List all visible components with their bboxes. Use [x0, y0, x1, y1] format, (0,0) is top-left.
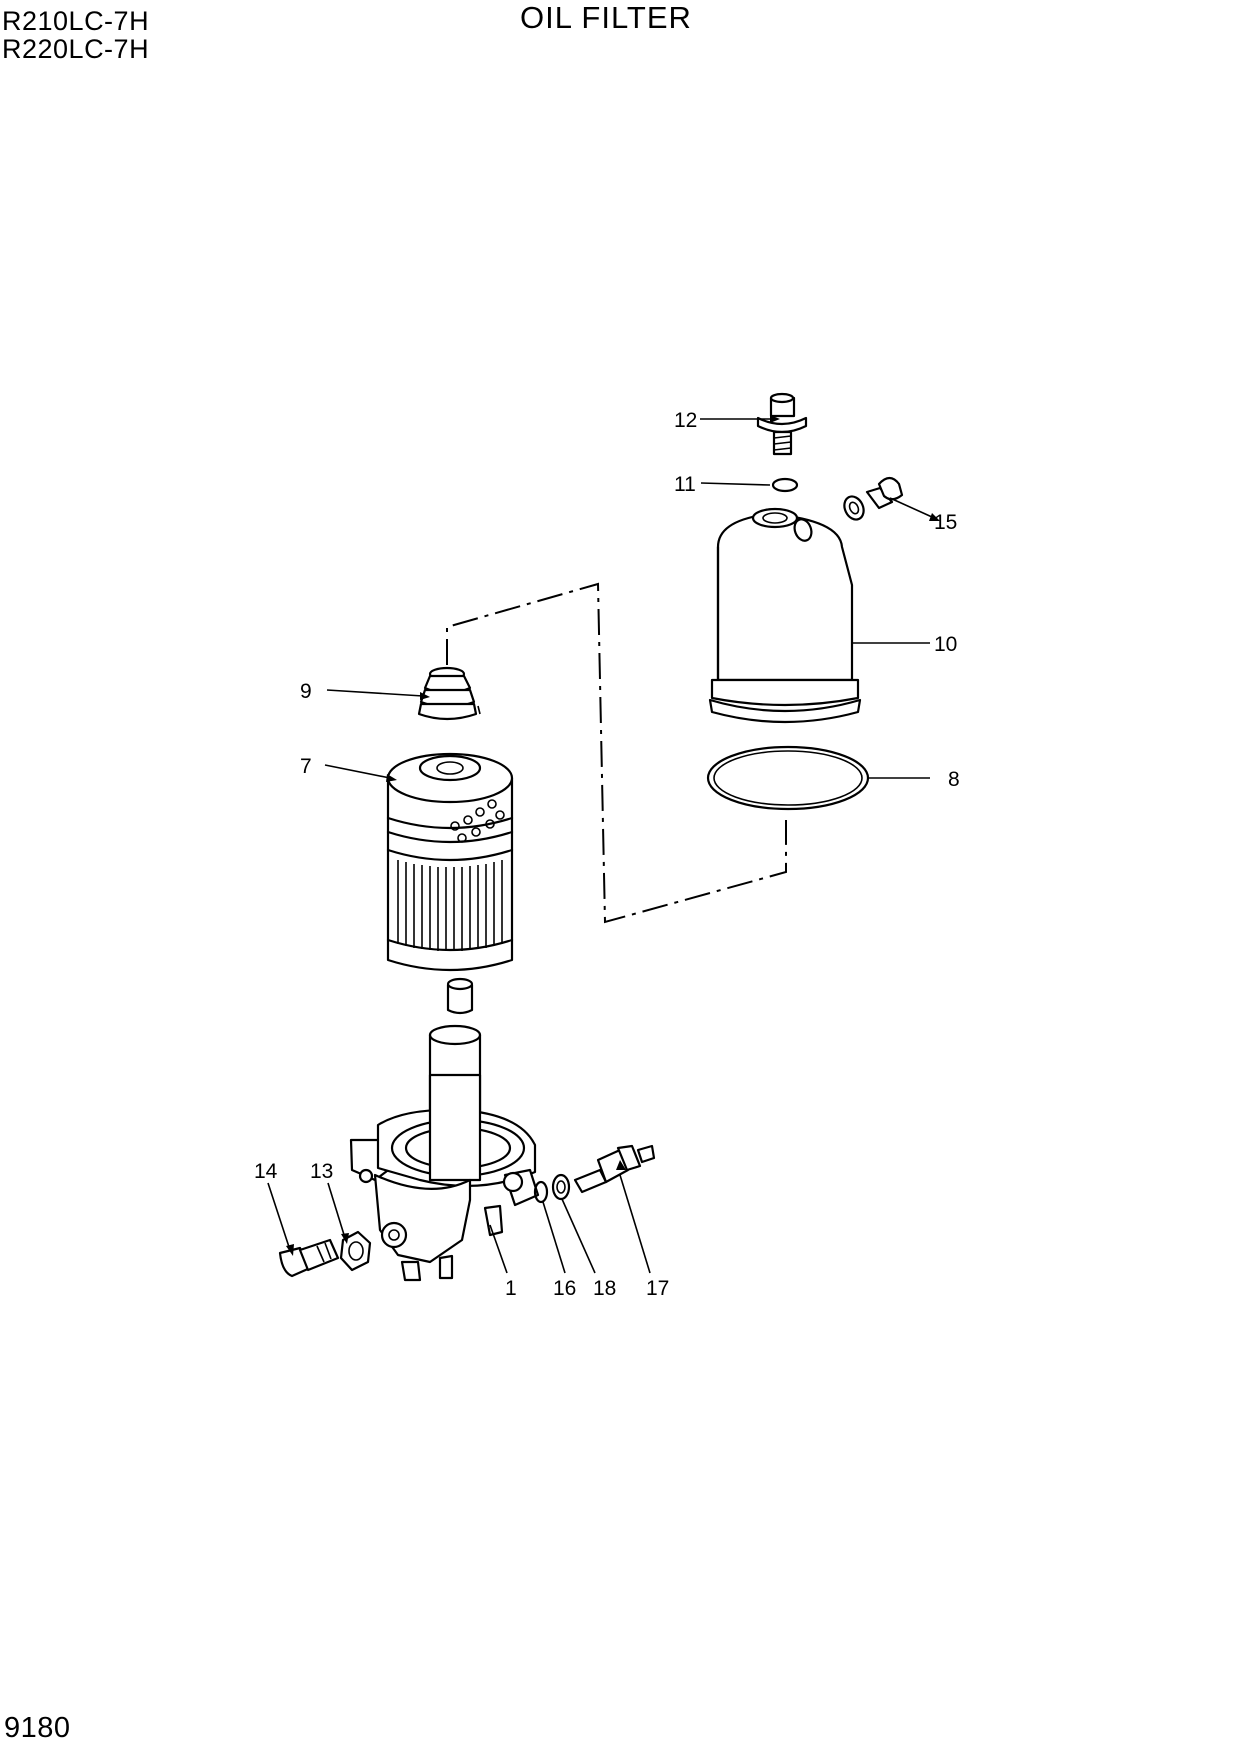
page-title: OIL FILTER	[520, 0, 692, 35]
part-16-o-ring	[533, 1180, 549, 1204]
part-9-spring	[417, 666, 481, 721]
leader-lines	[267, 418, 933, 1274]
callout-8: 8	[948, 768, 960, 791]
part-15-plug	[843, 476, 904, 521]
part-18-washer	[551, 1173, 571, 1201]
assembly-centerline	[446, 582, 787, 924]
part-14-bolt	[278, 1238, 340, 1278]
callout-11: 11	[674, 473, 696, 496]
leader-arrowheads	[286, 415, 940, 1256]
part-1-filter-head	[349, 977, 540, 1282]
part-17-pressure-switch	[573, 1144, 656, 1194]
part-7-filter-element	[386, 752, 514, 972]
part-11-o-ring	[771, 477, 799, 493]
callout-labels: 12 11 15 10 9 7 8 14 13 1 16 18 17	[254, 409, 960, 1300]
callout-10: 10	[934, 633, 957, 656]
part-10-filter-case	[708, 507, 862, 724]
callout-14: 14	[254, 1160, 278, 1183]
page-number: 9180	[4, 1712, 71, 1744]
model-code-1: R210LC-7H	[2, 6, 150, 36]
callout-16: 16	[553, 1277, 576, 1300]
callout-1: 1	[505, 1277, 517, 1300]
callout-18: 18	[593, 1277, 616, 1300]
part-8-seal-ring	[706, 745, 870, 811]
callout-13: 13	[310, 1160, 333, 1183]
callout-9: 9	[300, 680, 312, 703]
callout-15: 15	[934, 511, 957, 534]
callout-17: 17	[646, 1277, 669, 1300]
part-13-nut	[339, 1230, 372, 1272]
part-12-bolt	[756, 392, 808, 456]
callout-7: 7	[300, 755, 312, 778]
callout-12: 12	[674, 409, 697, 432]
model-code-2: R220LC-7H	[2, 34, 150, 64]
